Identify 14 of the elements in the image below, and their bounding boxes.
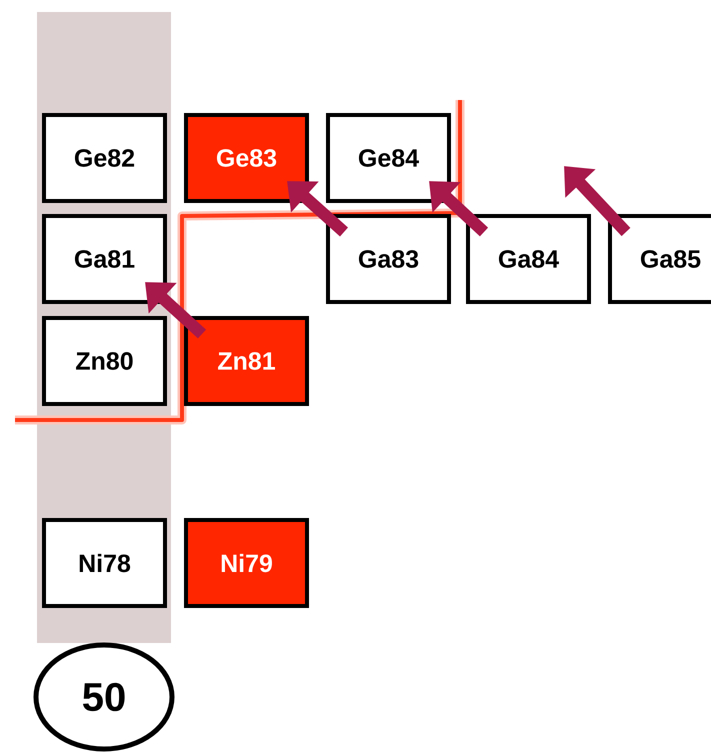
- decay-arrow: [429, 181, 488, 236]
- nucleus-box: Ga85: [608, 214, 711, 304]
- decay-arrow: [564, 166, 630, 236]
- nucleus-box: Ga83: [326, 214, 451, 304]
- decay-arrow: [145, 282, 206, 338]
- unstable-nucleus-box: Ni79: [184, 518, 309, 608]
- nucleus-box: Ge84: [326, 113, 451, 203]
- nucleus-box: Ni78: [42, 518, 167, 608]
- unstable-nucleus-box: Zn81: [184, 316, 309, 406]
- nucleus-box: Zn80: [42, 316, 167, 406]
- unstable-nucleus-box: Ge83: [184, 113, 309, 203]
- nucleus-box: Ga84: [466, 214, 591, 304]
- nucleus-box: Ge82: [42, 113, 167, 203]
- nucleus-box: Ga81: [42, 214, 167, 304]
